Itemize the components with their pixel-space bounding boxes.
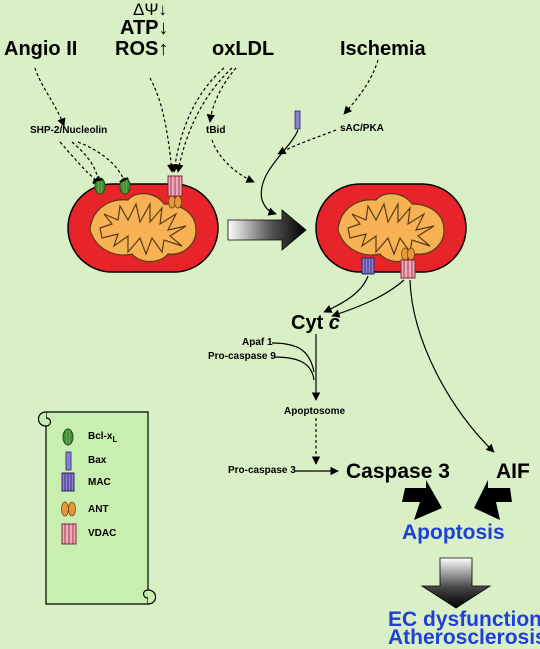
legend-label-mac: MAC bbox=[88, 477, 111, 488]
label-apoptosome: Apoptosome bbox=[284, 406, 346, 417]
legend-label-bclxl: Bcl-xL bbox=[88, 431, 117, 444]
label-cyt-c: Cyt c bbox=[291, 312, 340, 335]
mitochondrion-left bbox=[67, 183, 219, 273]
mitochondrion-right bbox=[315, 183, 467, 273]
legend-label-vdac: VDAC bbox=[88, 528, 117, 539]
bax-protein-top bbox=[294, 110, 301, 130]
legend-icon-ant bbox=[61, 501, 76, 517]
label-pro-caspase-9: Pro-caspase 9 bbox=[208, 351, 276, 362]
legend-bclxl-text: Bcl-x bbox=[88, 431, 113, 442]
label-shp2-nucleolin: SHP-2/Nucleolin bbox=[30, 125, 108, 136]
label-apaf1: Apaf 1 bbox=[242, 337, 273, 348]
bclxl-protein-left-2 bbox=[119, 177, 131, 195]
legend-label-ant: ANT bbox=[88, 504, 109, 515]
label-oxldl: oxLDL bbox=[212, 38, 275, 60]
label-pro-caspase-3: Pro-caspase 3 bbox=[228, 465, 296, 476]
transition-arrow bbox=[227, 209, 307, 251]
apoptosis-arrows bbox=[402, 480, 512, 520]
label-atherosclerosis: Atherosclerosis bbox=[388, 626, 540, 649]
legend-icon-vdac bbox=[61, 523, 77, 545]
label-delta-psi: ΔΨ↓ bbox=[133, 0, 168, 19]
label-ros: ROS↑ bbox=[115, 38, 169, 60]
vdac-ant-complex-left bbox=[167, 175, 183, 209]
label-apoptosis: Apoptosis bbox=[402, 521, 505, 544]
legend-label-bax: Bax bbox=[88, 455, 107, 466]
label-ischemia: Ischemia bbox=[340, 38, 426, 60]
stimulus-arrows bbox=[34, 59, 379, 216]
label-atp: ATP↓ bbox=[120, 17, 169, 39]
vdac-ant-complex-right bbox=[400, 247, 416, 279]
label-sac-pka: sAC/PKA bbox=[340, 123, 384, 134]
cyt-text: Cyt bbox=[291, 312, 324, 334]
legend-icon-mac bbox=[61, 472, 75, 492]
outcome-arrow bbox=[420, 557, 492, 609]
mac-protein-right bbox=[361, 257, 375, 275]
label-tbid: tBid bbox=[206, 125, 226, 136]
legend-icon-bclxl bbox=[62, 428, 74, 446]
legend-bclxl-subscript: L bbox=[112, 435, 118, 444]
release-arrows bbox=[271, 275, 495, 476]
label-ec-dysfunction: EC dysfunction, bbox=[388, 608, 540, 631]
label-aif: AIF bbox=[496, 460, 530, 483]
label-caspase-3: Caspase 3 bbox=[346, 460, 450, 483]
cyt-c-italic: c bbox=[328, 312, 340, 334]
legend-scroll bbox=[37, 411, 157, 605]
bclxl-protein-left-1 bbox=[94, 177, 106, 195]
legend-icon-bax bbox=[65, 451, 72, 471]
label-angio-ii: Angio II bbox=[4, 38, 78, 60]
